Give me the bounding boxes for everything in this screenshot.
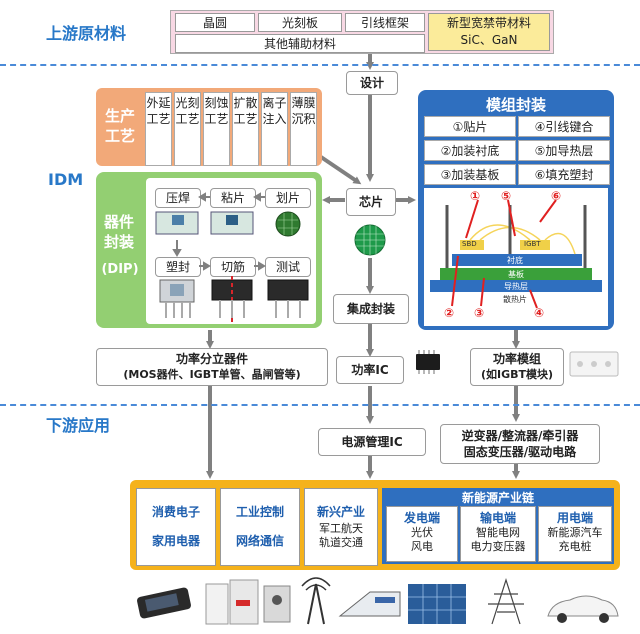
ne-title: 新能源产业链	[461, 491, 534, 505]
inverter-box: 逆变器/整流器/牵引器 固态变压器/驱动电路	[440, 424, 600, 464]
discrete-device-box: 功率分立器件 (MOS器件、IGBT单管、晶闸管等)	[96, 348, 328, 386]
app-emerging-col: 新兴产业 军工航天 轨道交通	[304, 488, 378, 566]
module-marker-3: ③	[474, 306, 485, 320]
app-trans-1: 智能电网	[476, 526, 520, 539]
app-emerging-2: 轨道交通	[319, 536, 363, 549]
device-step-test: 测试	[265, 257, 311, 277]
power-ic-box: 功率IC	[336, 356, 404, 384]
discrete-title: 功率分立器件	[175, 352, 248, 367]
module-title: 功率模组	[492, 352, 541, 367]
wide-bandgap-title: 新型宽禁带材料	[446, 16, 531, 30]
material-other: 其他辅助材料	[175, 34, 425, 53]
power-module-box: 功率模组 (如IGBT模块)	[470, 348, 564, 386]
module-marker-1: ①	[470, 189, 481, 203]
module-item-baseplate: ③加装基板	[424, 164, 516, 185]
app-use-2: 充电桩	[558, 540, 592, 553]
module-item-wire-bond: ④引线键合	[518, 116, 610, 137]
module-item-mount: ①贴片	[424, 116, 516, 137]
app-trans-2: 电力变压器	[470, 540, 526, 553]
module-item-thermal: ⑤加导热层	[518, 140, 610, 161]
module-sub: (如IGBT模块)	[480, 367, 554, 381]
layer-heatsink: 散热片	[503, 295, 527, 304]
process-step-lithography: 光刻工艺	[174, 92, 201, 166]
app-emerging-title: 新兴产业	[316, 505, 365, 519]
module-marker-5: ⑤	[501, 189, 512, 203]
device-step-dicing: 划片	[265, 188, 311, 208]
pmic-box: 电源管理IC	[318, 428, 426, 456]
module-item-mold: ⑥填充塑封	[518, 164, 610, 185]
app-trans-col: 输电端 智能电网 电力变压器	[460, 506, 536, 562]
layer-sbd: SBD	[462, 240, 477, 248]
device-step-trim: 切筋	[210, 257, 256, 277]
app-consumer-col: 消费电子 家用电器	[136, 488, 216, 566]
section-idm: IDM	[48, 170, 84, 189]
wide-bandgap-sub: SiC、GaN	[460, 33, 518, 47]
app-network: 网络通信	[235, 534, 284, 548]
device-pkg-title: 器件封装	[103, 213, 134, 251]
material-wide-bandgap: 新型宽禁带材料 SiC、GaN	[428, 13, 550, 51]
device-pkg-sub: (DIP)	[101, 262, 139, 277]
app-use-1: 新能源汽车	[547, 526, 603, 539]
process-step-diffusion: 扩散工艺	[232, 92, 259, 166]
app-trans-title: 输电端	[479, 511, 516, 525]
module-marker-2: ②	[444, 306, 455, 320]
divider-downstream	[0, 404, 640, 406]
app-industrial-col: 工业控制 网络通信	[220, 488, 300, 566]
app-gen-title: 发电端	[403, 511, 440, 525]
process-title: 生产工艺	[104, 107, 135, 145]
app-use-col: 用电端 新能源汽车 充电桩	[538, 506, 612, 562]
section-upstream: 上游原材料	[46, 24, 127, 43]
app-gen-2: 风电	[411, 540, 433, 553]
material-wafer: 晶圆	[175, 13, 255, 32]
divider-upstream	[0, 64, 640, 66]
discrete-sub: (MOS器件、IGBT单管、晶闸管等)	[123, 367, 301, 381]
design-box: 设计	[346, 71, 398, 95]
device-step-molding: 塑封	[155, 257, 201, 277]
module-item-substrate: ②加装衬底	[424, 140, 516, 161]
device-step-die-attach: 粘片	[210, 188, 256, 208]
app-consumer: 消费电子	[151, 505, 200, 519]
layer-substrate: 衬底	[507, 256, 523, 265]
app-gen-col: 发电端 光伏 风电	[386, 506, 458, 562]
app-home: 家用电器	[151, 534, 200, 548]
process-step-thin-film: 薄膜沉积	[290, 92, 317, 166]
layer-thermal: 导热层	[504, 282, 528, 291]
chip-box: 芯片	[346, 188, 396, 216]
material-photomask: 光刻板	[258, 13, 342, 32]
material-lead-frame: 引线框架	[345, 13, 425, 32]
process-step-epitaxy: 外延工艺	[145, 92, 172, 166]
app-industrial: 工业控制	[235, 505, 284, 519]
ic-pkg-box: 集成封装	[333, 294, 409, 324]
inverter-line-2: 固态变压器/驱动电路	[463, 445, 577, 459]
process-step-ion-implant: 离子注入	[261, 92, 288, 166]
inverter-line-1: 逆变器/整流器/牵引器	[461, 428, 579, 443]
layer-base: 基板	[508, 270, 524, 279]
process-step-etching: 刻蚀工艺	[203, 92, 230, 166]
app-use-title: 用电端	[556, 511, 593, 525]
module-marker-6: ⑥	[551, 189, 562, 203]
module-pkg-title: 模组封装	[485, 96, 546, 114]
device-step-bonding: 压焊	[155, 188, 201, 208]
arrow-process-chip	[316, 153, 362, 185]
app-gen-1: 光伏	[411, 526, 433, 539]
section-downstream: 下游应用	[46, 416, 111, 435]
app-emerging-1: 军工航天	[319, 522, 363, 535]
layer-igbt: IGBT	[524, 240, 541, 248]
module-marker-4: ④	[534, 306, 545, 320]
